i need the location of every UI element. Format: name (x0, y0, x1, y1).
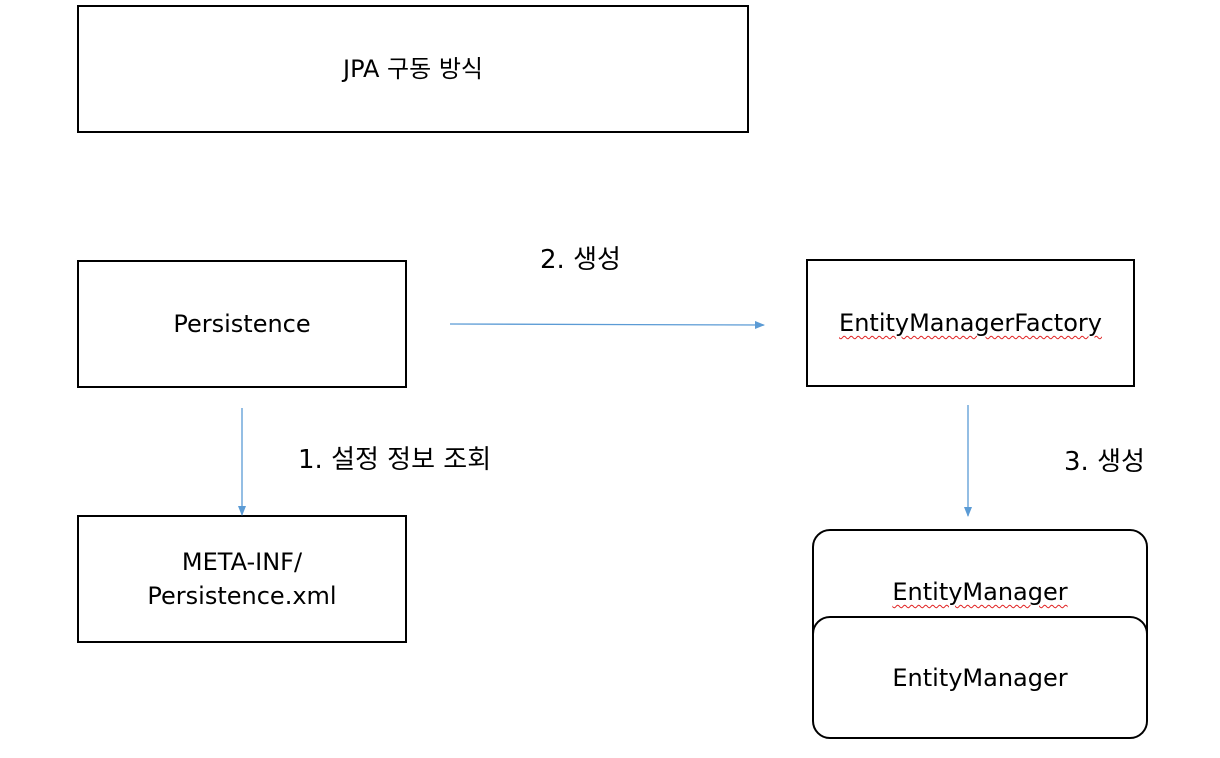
edge-label-read-config: 1. 설정 정보 조회 (298, 445, 492, 475)
entity-manager-back-label: EntityManager (892, 578, 1068, 606)
diagram-title: JPA 구동 방식 (342, 55, 483, 83)
edge-label-create-factory: 2. 생성 (540, 245, 621, 275)
arrow-persistence-to-factory (449, 320, 765, 329)
config-file-node: META-INF/ Persistence.xml (77, 515, 407, 643)
entity-manager-node-front: EntityManager (812, 616, 1148, 739)
entity-manager-front-label: EntityManager (892, 663, 1068, 692)
persistence-node: Persistence (77, 260, 407, 388)
config-file-label: META-INF/ Persistence.xml (147, 548, 337, 610)
title-box: JPA 구동 방식 (77, 5, 749, 133)
edge-label-create-manager: 3. 생성 (1064, 447, 1145, 477)
entity-manager-factory-node: EntityManagerFactory (806, 259, 1135, 387)
persistence-label: Persistence (173, 310, 311, 338)
entity-manager-factory-label: EntityManagerFactory (839, 309, 1102, 337)
